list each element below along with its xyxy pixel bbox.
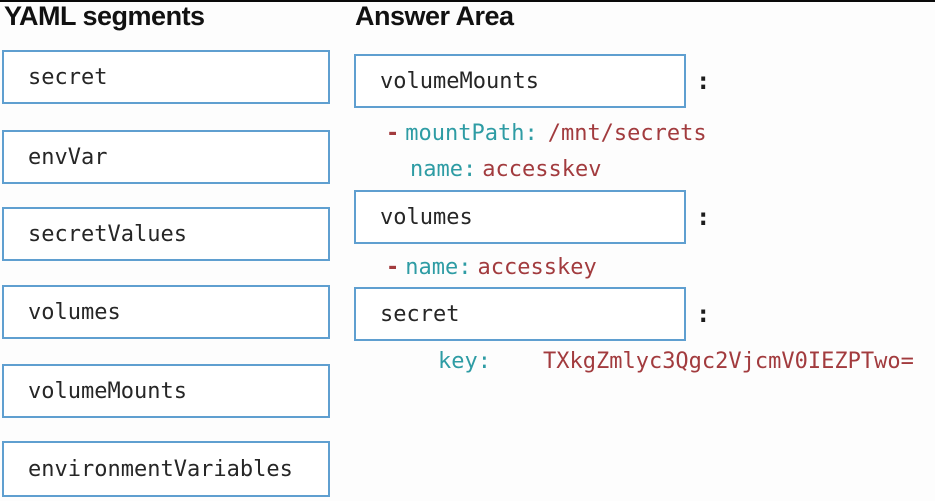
yaml-segment-secretvalues[interactable]: secretValues	[2, 207, 330, 261]
answer-slot-1[interactable]: volumeMounts	[354, 54, 686, 108]
segment-label: volumeMounts	[28, 378, 187, 404]
answer-slot-label: volumes	[380, 204, 473, 230]
yaml-key: name:	[405, 255, 472, 280]
colon-after-slot-1: :	[696, 67, 711, 95]
segment-label: environmentVariables	[28, 456, 293, 482]
colon-after-slot-3: :	[696, 300, 711, 328]
answer-slot-label: volumeMounts	[380, 68, 539, 94]
yaml-segment-environmentvariables[interactable]: environmentVariables	[2, 441, 330, 497]
segment-label: secretValues	[28, 221, 187, 247]
yaml-line-secret-key: key: TXkgZmlyc3Qgc2VjcmV0IEZPTwo=	[438, 349, 914, 375]
yaml-list-dash: -	[386, 255, 400, 280]
top-border-line	[0, 0, 935, 2]
yaml-segment-envvar[interactable]: envVar	[2, 130, 330, 184]
yaml-key: name:	[410, 157, 477, 182]
colon-after-slot-2: :	[696, 203, 711, 231]
yaml-value: accesskey	[477, 255, 597, 280]
answer-slot-label: secret	[380, 301, 460, 327]
yaml-key: mountPath:	[405, 121, 538, 146]
segment-label: volumes	[28, 299, 121, 325]
answer-area-title: Answer Area	[355, 1, 514, 31]
yaml-line-mount-name: name:accesskev	[410, 157, 601, 183]
yaml-line-volume-name: -name:accesskey	[386, 255, 597, 281]
yaml-segment-volumes[interactable]: volumes	[2, 285, 330, 339]
yaml-segment-volumemounts[interactable]: volumeMounts	[2, 364, 330, 418]
yaml-key: key:	[438, 349, 491, 374]
yaml-value: accesskev	[482, 157, 602, 182]
yaml-line-mountpath: -mountPath: /mnt/secrets	[386, 121, 707, 147]
answer-slot-3[interactable]: secret	[354, 287, 686, 341]
yaml-value: /mnt/secrets	[547, 121, 707, 146]
segment-label: secret	[28, 64, 108, 90]
answer-slot-2[interactable]: volumes	[354, 190, 686, 244]
yaml-segment-secret[interactable]: secret	[2, 50, 330, 104]
yaml-value: TXkgZmlyc3Qgc2VjcmV0IEZPTwo=	[542, 349, 914, 374]
segment-label: envVar	[28, 144, 108, 170]
yaml-list-dash: -	[386, 121, 400, 146]
yaml-segments-title: YAML segments	[4, 1, 205, 31]
